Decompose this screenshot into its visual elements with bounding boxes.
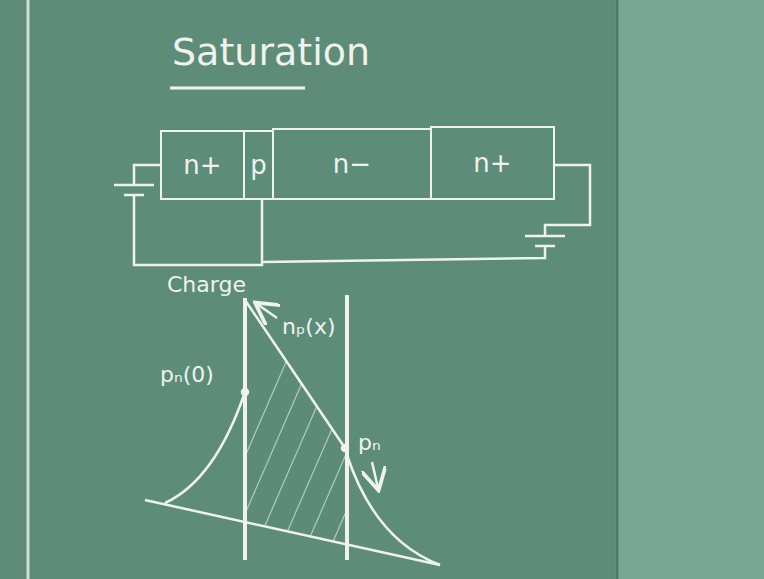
semiconductor-region: n+ xyxy=(160,130,245,200)
plot-label: pₙ(0) xyxy=(158,362,216,388)
plot-label: Charge xyxy=(165,272,248,298)
title: Saturation xyxy=(172,30,370,74)
semiconductor-region: p xyxy=(243,130,274,200)
region-label: n+ xyxy=(183,150,221,180)
semiconductor-region: n− xyxy=(272,128,432,200)
charge-plot xyxy=(145,295,440,565)
semiconductor-region: n+ xyxy=(430,126,555,200)
plot-label: pₙ xyxy=(356,430,383,456)
side-panel xyxy=(615,0,764,579)
plot-label: nₚ(x) xyxy=(280,314,338,340)
region-label: n− xyxy=(333,149,371,179)
region-label: p xyxy=(250,150,267,180)
bias-wires xyxy=(114,165,590,265)
title-underline xyxy=(170,87,305,90)
hatching xyxy=(200,330,425,560)
region-label: n+ xyxy=(473,148,511,178)
